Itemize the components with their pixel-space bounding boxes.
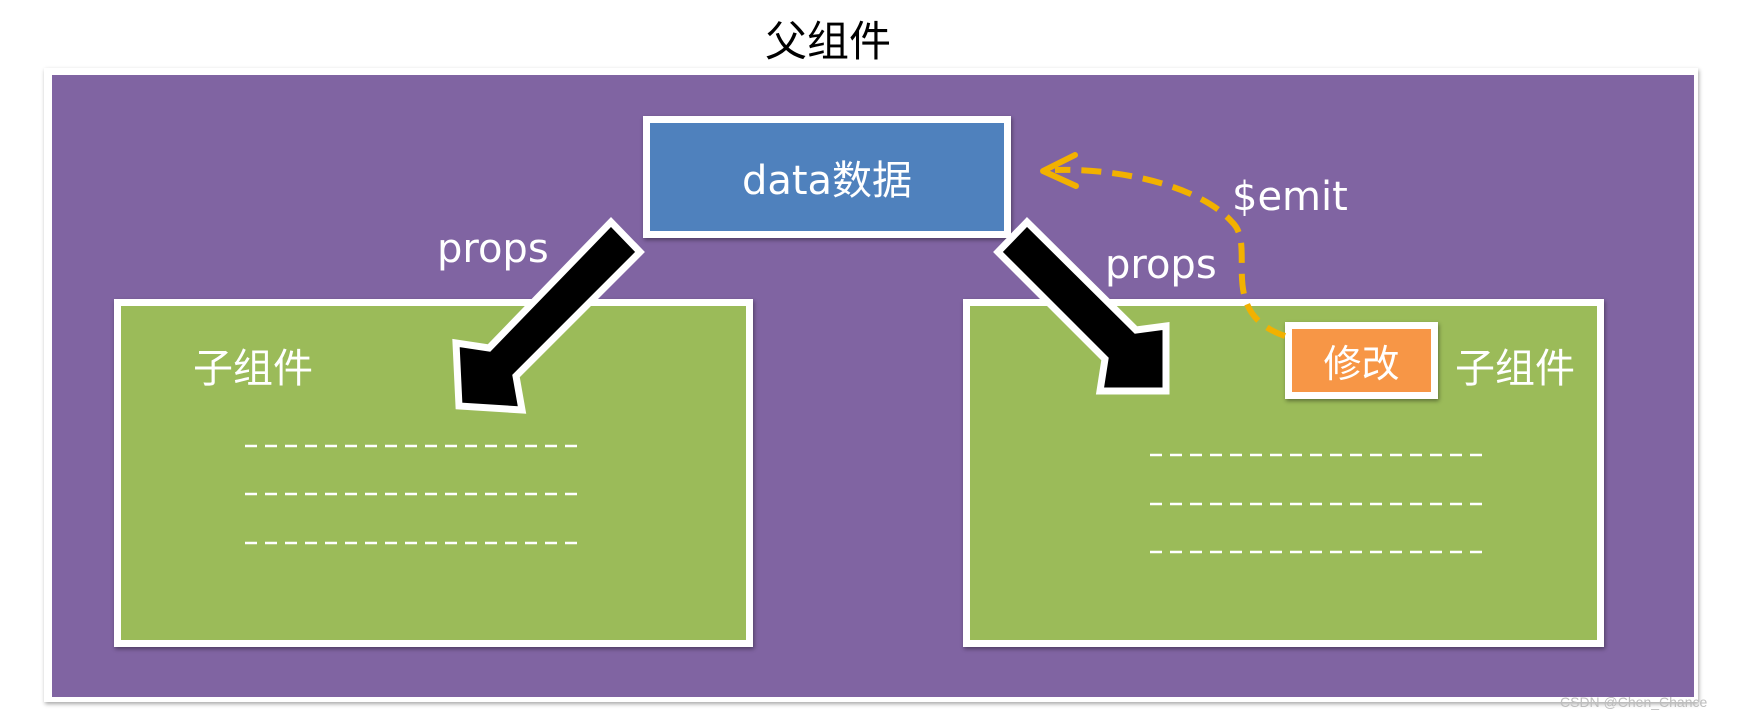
child-component-left <box>114 299 753 647</box>
child-left-content-lines <box>245 444 578 545</box>
data-box-label: data数据 <box>741 158 913 204</box>
child-component-left-label: 子组件 <box>193 346 313 392</box>
modify-button[interactable]: 修改 <box>1285 322 1438 399</box>
watermark: CSDN @Chen_Chance <box>1560 694 1708 710</box>
child-right-content-lines <box>1150 453 1483 554</box>
props-arrow-right <box>993 217 1170 395</box>
data-box: data数据 <box>643 116 1011 238</box>
child-component-right <box>963 299 1604 647</box>
props-label-left: props <box>437 226 549 272</box>
props-arrow-left <box>452 216 645 414</box>
modify-button-label: 修改 <box>1323 342 1400 386</box>
child-component-right-label: 子组件 <box>1455 346 1575 392</box>
emit-arrow <box>1040 152 1286 339</box>
emit-label: $emit <box>1232 174 1348 220</box>
parent-component-title: 父组件 <box>765 17 892 66</box>
props-label-right: props <box>1105 242 1217 288</box>
